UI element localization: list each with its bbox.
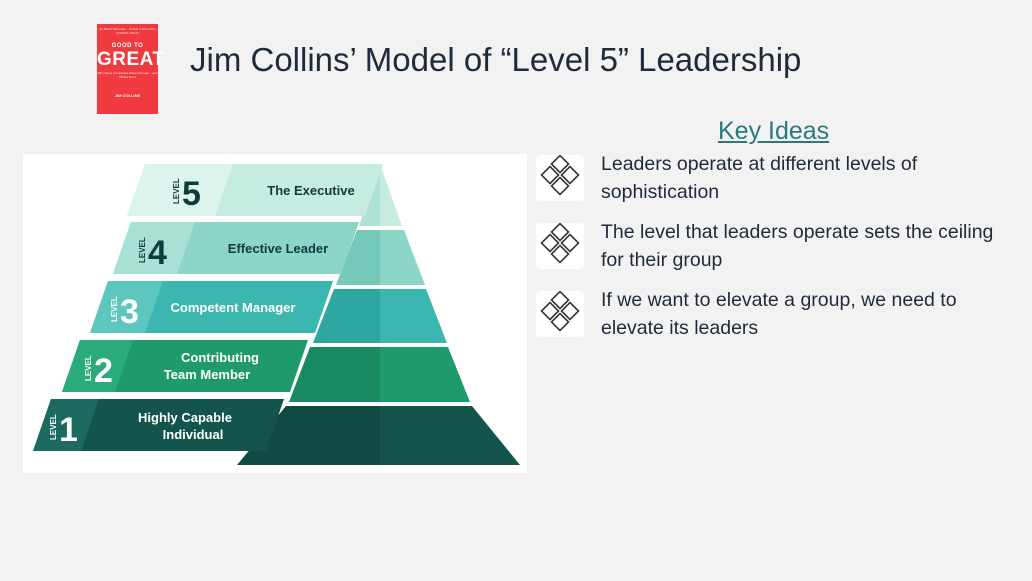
key-idea-text: Leaders operate at different levels of s…: [601, 153, 918, 203]
level-2-label-line1: Contributing: [181, 350, 259, 365]
level-1-band: [33, 399, 284, 451]
key-idea-text: If we want to elevate a group, we need t…: [601, 289, 957, 339]
level-1-tab: [33, 399, 99, 451]
pyramid-tier-5-right: [380, 164, 402, 226]
level-1-number: 1: [59, 411, 78, 449]
book-subtitle: Why Some Companies Make the Leap... and …: [97, 71, 158, 79]
level-3-word: LEVEL: [110, 296, 119, 322]
book-author: JIM COLLINS: [114, 93, 141, 98]
level-4-word: LEVEL: [138, 237, 147, 263]
key-idea-text: The level that leaders operate sets the …: [601, 221, 994, 271]
pyramid-tier-1-right: [380, 406, 520, 465]
level-2-label-line2: Team Member: [164, 367, 250, 382]
diamond-cluster-icon: [536, 290, 584, 337]
level-4-number: 4: [148, 234, 167, 272]
level-4-tab: [113, 222, 195, 274]
book-title-main: GREAT: [97, 49, 165, 70]
book-cover: #1 BESTSELLER · OVER 4 MILLION COPIES SO…: [97, 24, 165, 114]
level-2-word: LEVEL: [84, 355, 93, 381]
level-1-label-line1: Highly Capable: [138, 410, 232, 425]
level-2-tab: [62, 340, 133, 392]
level-3-number: 3: [120, 293, 139, 331]
level-5-tab: [127, 164, 233, 216]
book-title-top: GOOD TO: [111, 43, 144, 49]
pyramid-tier-1-left: [237, 406, 380, 465]
key-ideas-heading: Key Ideas: [718, 117, 830, 145]
slide-title: Jim Collins’ Model of “Level 5” Leadersh…: [190, 41, 802, 78]
level-5-word: LEVEL: [172, 178, 181, 204]
pyramid-tier-2-left: [289, 347, 380, 402]
diamond-cluster-icon: [536, 222, 584, 269]
level-5-label: The Executive: [267, 183, 354, 198]
level-1-word: LEVEL: [49, 414, 58, 440]
pyramid-tier-4-right: [380, 230, 425, 285]
book-tagline: #1 BESTSELLER · OVER 4 MILLION COPIES SO…: [99, 27, 156, 35]
level-1-label-line2: Individual: [163, 427, 224, 442]
pyramid-tier-2-right: [380, 347, 470, 402]
diamond-cluster-icon: [536, 154, 584, 201]
pyramid-tier-3-right: [380, 289, 447, 343]
level-2-number: 2: [94, 352, 113, 390]
level-3-tab: [90, 281, 163, 333]
level-4-label: Effective Leader: [228, 241, 328, 256]
pyramid-tier-4-left: [336, 230, 380, 285]
pyramid-diagram: LEVEL 5 The Executive LEVEL 4 Effective …: [23, 154, 527, 473]
level-3-label: Competent Manager: [171, 300, 296, 315]
level-5-number: 5: [182, 175, 201, 213]
pyramid-tier-3-left: [313, 289, 380, 343]
